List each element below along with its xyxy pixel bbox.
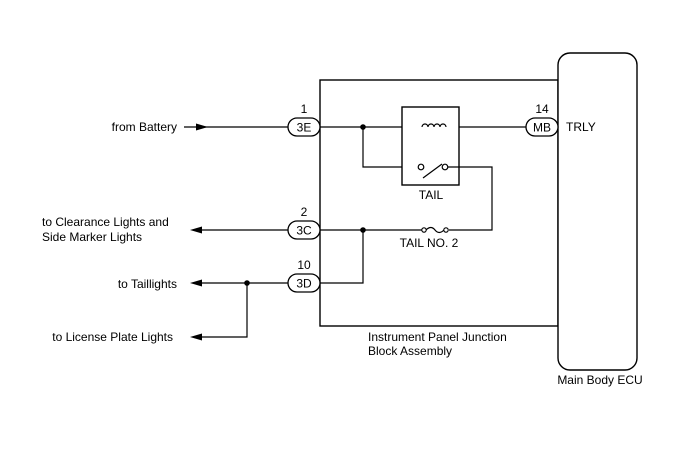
clearance-label-line1: to Clearance Lights and <box>42 215 169 229</box>
fuse-to-3d-wire <box>320 230 364 284</box>
main-body-ecu-label: Main Body ECU <box>557 373 642 387</box>
tail-relay-box <box>401 106 460 186</box>
license-plate-label: to License Plate Lights <box>52 330 173 344</box>
connector-3e-pin: 1 <box>301 102 308 116</box>
connector-mb <box>525 117 559 137</box>
license-wire <box>196 283 248 338</box>
fuse-icon <box>425 226 445 234</box>
connector-3c-code: 3C <box>296 224 312 238</box>
connector-mb-code: MB <box>533 121 551 135</box>
battery-arrow-icon <box>196 123 208 131</box>
connector-3d <box>287 273 321 293</box>
junction-block-label-line1: Instrument Panel Junction <box>368 330 507 344</box>
trly-label: TRLY <box>566 120 596 134</box>
connector-3c <box>287 220 321 240</box>
fuse-label: TAIL NO. 2 <box>400 236 459 250</box>
taillights-arrow-icon <box>190 279 202 287</box>
clearance-label-line2: Side Marker Lights <box>42 230 142 244</box>
relay-output-wire <box>448 166 493 231</box>
tail-relay-label: TAIL <box>419 188 444 202</box>
relay-coil-icon <box>421 123 447 128</box>
fuse-terminal-left <box>421 227 427 233</box>
taillights-label: to Taillights <box>118 277 177 291</box>
connector-3e <box>287 117 321 137</box>
relay-switch-arm <box>422 163 443 179</box>
relay-contact-right <box>441 163 449 171</box>
junction-block-label-line2: Block Assembly <box>368 344 452 358</box>
connector-mb-pin: 14 <box>535 102 549 116</box>
relay-contact-left <box>417 163 425 171</box>
connector-3e-code: 3E <box>297 121 312 135</box>
clearance-arrow-icon <box>190 226 202 234</box>
from-battery-label: from Battery <box>112 120 177 134</box>
switch-feed-wire <box>362 127 418 168</box>
license-arrow-icon <box>190 333 202 341</box>
connector-3d-pin: 10 <box>297 258 311 272</box>
fuse-terminal-right <box>443 227 449 233</box>
connector-3c-pin: 2 <box>301 205 308 219</box>
connector-3d-code: 3D <box>296 277 312 291</box>
main-body-ecu-box <box>557 52 638 371</box>
